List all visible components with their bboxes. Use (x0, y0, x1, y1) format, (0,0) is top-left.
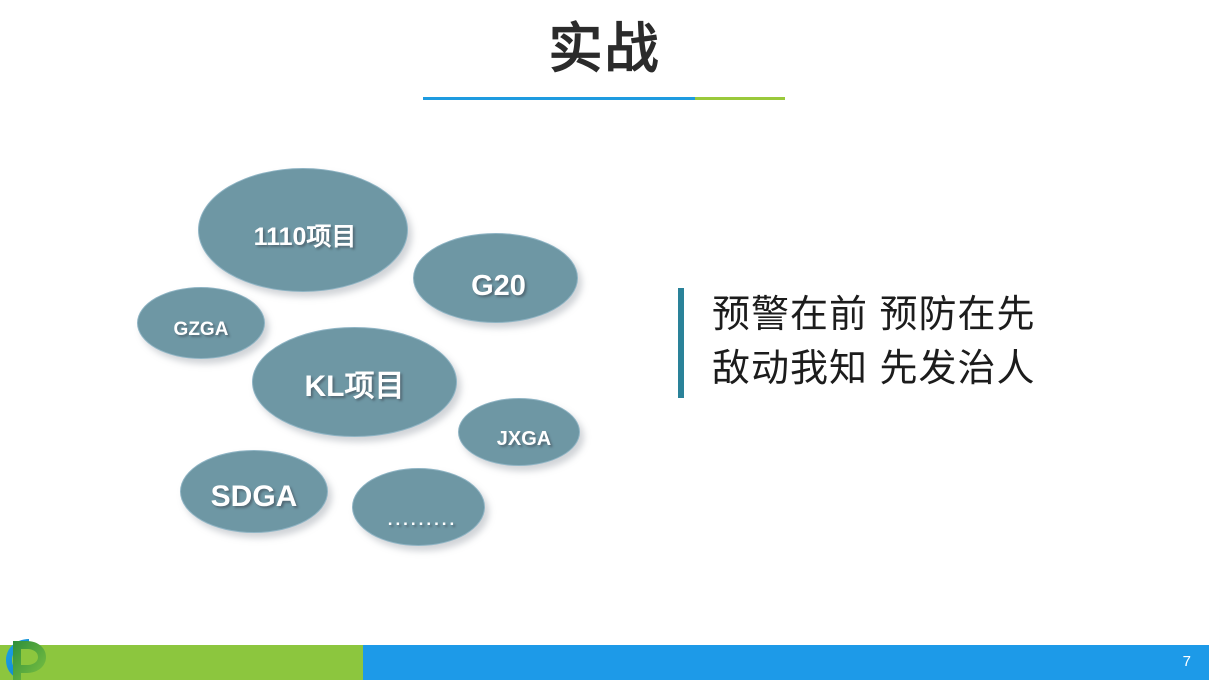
project-bubble-cluster: 1110项目 G20 GZGA KL项目 JXGA SDGA ......... (0, 0, 640, 600)
bubble-label: ......... (387, 509, 458, 529)
footer-bar-green-segment (0, 645, 363, 680)
bubble-label: 1110项目 (253, 222, 357, 251)
footer-bar-blue-segment (363, 645, 1209, 680)
title-underline-green-segment (695, 97, 785, 100)
bubble-label: JXGA (496, 428, 552, 450)
quote-text: 预警在前 预防在先 敌动我知 先发治人 (712, 288, 1036, 396)
brand-logo-icon (2, 636, 50, 680)
bubble-label: G20 (471, 269, 526, 302)
bubble-project-1110[interactable]: 1110项目 (198, 168, 408, 292)
bubble-sdga[interactable]: SDGA (180, 450, 328, 533)
title-underline-blue-segment (423, 97, 695, 100)
title-underline (423, 97, 785, 100)
quote-block: 预警在前 预防在先 敌动我知 先发治人 (678, 288, 1036, 398)
bubble-gzga[interactable]: GZGA (137, 287, 265, 359)
footer-bar: 7 (0, 645, 1209, 680)
bubble-kl-project[interactable]: KL项目 (252, 327, 457, 437)
page-title: 实战 (548, 19, 661, 79)
quote-line-2: 敌动我知 先发治人 (712, 348, 1036, 390)
bubble-jxga[interactable]: JXGA (458, 398, 580, 466)
bubble-g20[interactable]: G20 (413, 233, 578, 323)
page-number: 7 (1182, 653, 1191, 670)
bubble-ellipsis[interactable]: ......... (352, 468, 485, 546)
bubble-label: KL项目 (304, 370, 405, 403)
quote-accent-bar (678, 288, 684, 398)
bubble-label: GZGA (173, 318, 229, 340)
bubble-label: SDGA (210, 479, 298, 513)
quote-line-1: 预警在前 预防在先 (712, 294, 1036, 336)
